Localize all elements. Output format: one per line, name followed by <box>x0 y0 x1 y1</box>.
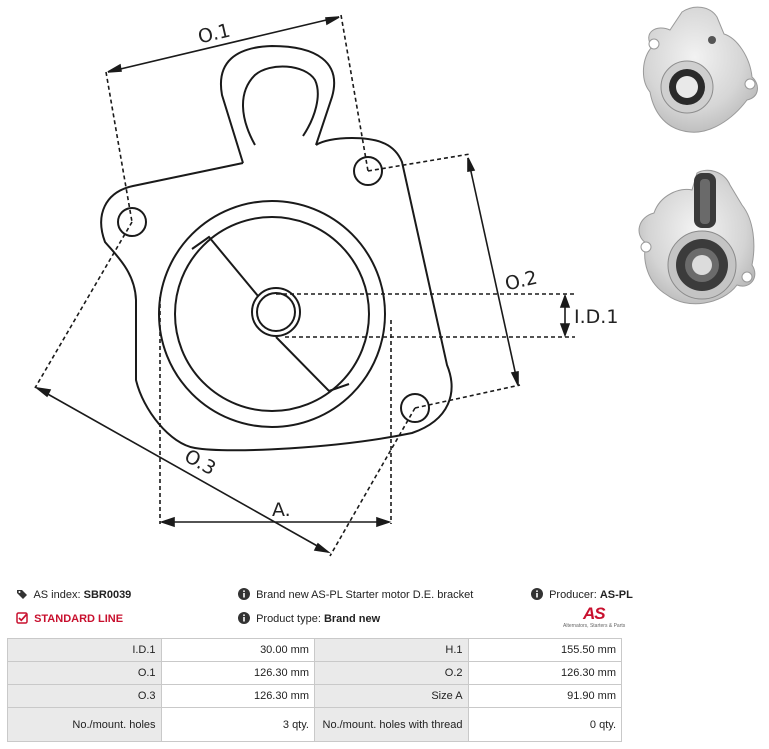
o3-dim-line <box>36 387 329 553</box>
info-icon <box>531 588 543 600</box>
id1-arrow-bottom <box>559 323 571 338</box>
center-hub-outer <box>251 287 301 337</box>
top-ear-outline <box>219 44 335 164</box>
spec-label: Size A <box>313 684 469 708</box>
spec-value: 155.50 mm <box>467 638 623 662</box>
spec-label: No./mount. holes with thread <box>313 707 469 742</box>
as-index-row: AS index: SBR0039 <box>16 588 131 601</box>
spec-value: 126.30 mm <box>160 684 315 708</box>
center-hub-inner <box>256 292 296 332</box>
o1-dim-line <box>107 16 340 73</box>
mount-hole-bottom-right <box>400 393 430 423</box>
table-row: I.D.1 30.00 mm H.1 155.50 mm <box>7 638 623 662</box>
logo-mark: AS <box>583 604 606 623</box>
spec-label: O.1 <box>7 661 162 685</box>
product-line-text: STANDARD LINE <box>34 613 124 625</box>
info-icon <box>238 612 250 624</box>
mount-hole-top-right <box>353 156 383 186</box>
product-photo-front <box>643 6 758 133</box>
spec-value: 91.90 mm <box>467 684 623 708</box>
spec-value: 126.30 mm <box>467 661 623 685</box>
id1-arrow-top <box>559 293 571 308</box>
o3-arrow-right <box>313 542 331 554</box>
label-o2: O.2 <box>503 267 539 296</box>
technical-drawing: O.1 O.2 O.3 I.D.1 A. <box>34 14 618 557</box>
as-index-value: SBR0039 <box>83 589 132 601</box>
top-ear-inner <box>242 65 319 146</box>
product-line-row: STANDARD LINE <box>16 612 123 625</box>
o1-arrow-left <box>107 63 122 73</box>
table-row: O.3 126.30 mm Size A 91.90 mm <box>7 684 623 708</box>
check-square-icon <box>16 612 28 624</box>
main-bore-inner <box>174 216 370 412</box>
table-row: O.1 126.30 mm O.2 126.30 mm <box>7 661 623 685</box>
o3-arrow-left <box>34 386 52 398</box>
info-icon <box>238 588 250 600</box>
a-arrow-right <box>376 516 392 528</box>
spec-label: No./mount. holes <box>7 707 162 742</box>
o2-dim-line <box>467 157 519 386</box>
o1-ext-right <box>340 14 369 172</box>
o1-arrow-right <box>325 16 340 26</box>
o2-ext-top <box>367 153 471 172</box>
product-photo-rear <box>638 169 756 305</box>
description-row: Brand new AS-PL Starter motor D.E. brack… <box>238 588 473 601</box>
spec-label: H.1 <box>313 638 469 662</box>
logo-tagline: Alternators, Starters & Parts <box>563 623 626 629</box>
product-type-label: Product type: <box>256 613 321 625</box>
spec-label: O.2 <box>313 661 469 685</box>
cutaway-wedge <box>191 235 350 393</box>
spec-table: I.D.1 30.00 mm H.1 155.50 mm O.1 126.30 … <box>7 638 623 742</box>
o3-ext-left <box>34 221 133 389</box>
a-arrow-left <box>159 516 175 528</box>
table-row: No./mount. holes 3 qty. No./mount. holes… <box>7 707 623 742</box>
spec-value: 30.00 mm <box>160 638 315 662</box>
product-type-value: Brand new <box>323 613 381 625</box>
o2-ext-bottom <box>414 384 521 409</box>
tags-icon <box>17 590 27 599</box>
producer-row: Producer: AS-PL <box>531 588 633 601</box>
product-type-row: Product type: Brand new <box>238 612 380 625</box>
spec-label: O.3 <box>7 684 162 708</box>
description-text: Brand new AS-PL Starter motor D.E. brack… <box>256 589 474 601</box>
o1-ext-left <box>105 71 133 223</box>
bracket-outline <box>100 136 453 452</box>
label-id1: I.D.1 <box>574 306 618 328</box>
spec-value: 126.30 mm <box>160 661 315 685</box>
spec-label: I.D.1 <box>7 638 162 662</box>
spec-value: 0 qty. <box>467 707 623 742</box>
as-pl-logo: AS Alternators, Starters & Parts <box>563 604 625 632</box>
label-a: A. <box>272 499 291 521</box>
producer-value: AS-PL <box>599 589 633 601</box>
o2-arrow-bottom <box>510 371 519 386</box>
as-index-label: AS index: <box>33 589 81 601</box>
spec-value: 3 qty. <box>160 707 315 742</box>
o3-ext-right <box>329 407 416 557</box>
main-bore-outer <box>158 200 386 428</box>
o2-arrow-top <box>467 157 476 172</box>
mount-hole-left <box>117 207 147 237</box>
producer-label: Producer: <box>549 589 597 601</box>
